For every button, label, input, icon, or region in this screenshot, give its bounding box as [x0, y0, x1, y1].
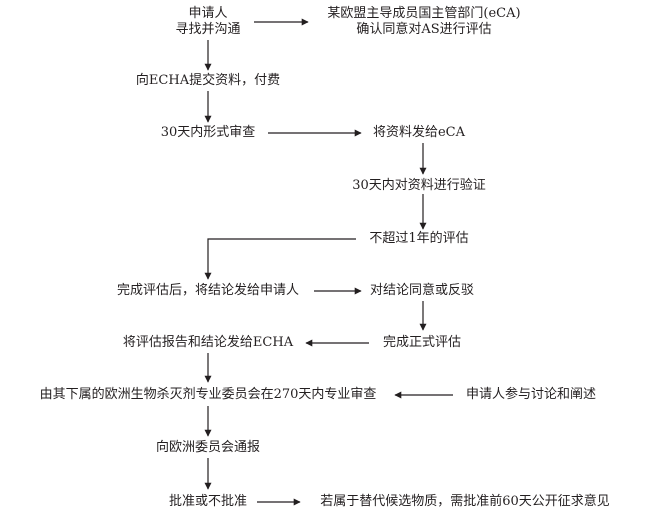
node-submit-label: 向ECHA提交资料，付费: [135, 73, 281, 88]
node-send-conclusion: 完成评估后，将结论发给申请人: [117, 283, 299, 299]
node-verify: 30天内对资料进行验证: [352, 178, 486, 194]
node-submit: 向ECHA提交资料，付费: [136, 73, 280, 89]
node-formal-check: 30天内形式审查: [161, 125, 256, 141]
node-applicant-discuss: 申请人参与讨论和阐述: [466, 387, 596, 403]
node-approve-label: 批准或不批准: [168, 494, 248, 509]
node-committee-review: 由其下属的欧洲生物杀灭剂专业委员会在270天内专业审查: [40, 387, 377, 403]
node-verify-label: 30天内对资料进行验证: [352, 178, 486, 193]
node-applicant-discuss-label: 申请人参与讨论和阐述: [465, 387, 597, 402]
node-assess-limit: 不超过1年的评估: [369, 231, 468, 247]
node-applicant: 申请人 寻找并沟通: [175, 6, 240, 38]
node-formal-assess-label: 完成正式评估: [382, 335, 462, 350]
arrow-assess-limit-to-send-conclusion: [204, 238, 356, 280]
node-substitution-note: 若属于替代候选物质，需批准前60天公开征求意见: [320, 494, 610, 510]
node-agree-refute-label: 对结论同意或反驳: [369, 283, 475, 298]
node-eca-line2: 确认同意对AS进行评估: [356, 22, 492, 37]
node-agree-refute: 对结论同意或反驳: [370, 283, 474, 299]
node-send-report-label: 将评估报告和结论发给ECHA: [122, 335, 294, 350]
node-eca-line1: 某欧盟主导成员国主管部门(eCA): [327, 6, 521, 21]
node-formal-assess: 完成正式评估: [383, 335, 461, 351]
node-notify-ec-label: 向欧洲委员会通报: [155, 440, 261, 455]
node-assess-limit-label: 不超过1年的评估: [369, 231, 469, 246]
node-substitution-note-label: 若属于替代候选物质，需批准前60天公开征求意见: [320, 494, 610, 509]
node-approve: 批准或不批准: [169, 494, 247, 510]
node-send-report: 将评估报告和结论发给ECHA: [123, 335, 293, 351]
node-notify-ec: 向欧洲委员会通报: [156, 440, 260, 456]
node-send-conclusion-label: 完成评估后，将结论发给申请人: [116, 283, 300, 298]
node-committee-review-label: 由其下属的欧洲生物杀灭剂专业委员会在270天内专业审查: [39, 387, 377, 402]
node-applicant-line2: 寻找并沟通: [175, 22, 241, 37]
node-send-eca: 将资料发给eCA: [373, 125, 465, 141]
node-formal-check-label: 30天内形式审查: [160, 125, 256, 140]
node-applicant-line1: 申请人: [188, 6, 228, 21]
node-eca: 某欧盟主导成员国主管部门(eCA) 确认同意对AS进行评估: [327, 6, 520, 38]
node-send-eca-label: 将资料发给eCA: [372, 125, 466, 140]
